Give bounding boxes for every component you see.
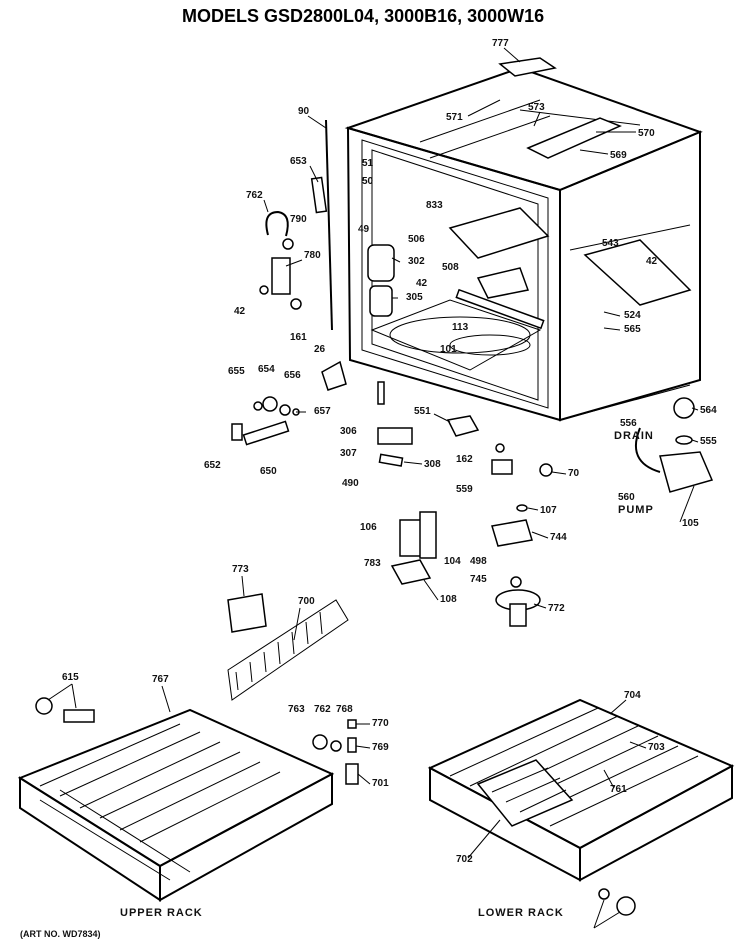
callout-763: 762 <box>314 704 331 715</box>
callout-108: 772 <box>548 603 565 614</box>
callout-90: 90 <box>298 106 310 117</box>
callout-703: 761 <box>610 784 627 795</box>
callout-556: 556 <box>620 418 637 429</box>
callout-307: 307 <box>340 448 357 459</box>
callout-656: 656 <box>284 370 301 381</box>
caption-lower-rack: LOWER RACK <box>478 907 564 919</box>
timer-parts <box>390 504 541 627</box>
callout-564: 564 <box>700 405 717 416</box>
callout-704: 703 <box>648 742 665 753</box>
callout-745: 108 <box>440 594 457 605</box>
callout-106: 498 <box>470 556 487 567</box>
callout-498: 783 <box>364 558 381 569</box>
callout-508: 508 <box>442 262 459 273</box>
caption-pump: PUMP <box>618 504 654 516</box>
callout-780: 780 <box>304 250 321 261</box>
callout-777: 777 <box>492 38 509 49</box>
callout-308: 308 <box>424 459 441 470</box>
diagram-title: MODELS GSD2800L04, 3000B16, 3000W16 <box>182 6 544 26</box>
callout-571: 571 <box>446 112 463 123</box>
callout-305: 305 <box>406 292 423 303</box>
callout-653: 653 <box>290 156 307 167</box>
callout-700: 615 <box>62 672 79 683</box>
callout-772: 773 <box>232 564 249 575</box>
caption-drain: DRAIN <box>614 430 654 442</box>
callout-162: 162 <box>456 454 473 465</box>
callout-306: 306 <box>340 426 357 437</box>
callout-49: 49 <box>358 224 370 235</box>
upper-rack <box>17 708 335 902</box>
callout-101: 101 <box>440 344 457 355</box>
callout-655: 655 <box>228 366 245 377</box>
callout-744: 106 <box>360 522 377 533</box>
callout-524: 524 <box>624 310 641 321</box>
callout-570: 570 <box>638 128 655 139</box>
callout-701: 704 <box>624 690 641 701</box>
callout-555: 555 <box>700 436 717 447</box>
callout-569: 569 <box>610 150 627 161</box>
tub-assembly <box>321 57 703 422</box>
part-callouts: 777 571 573 570 569 90 653 51 50 833 49 … <box>62 38 717 865</box>
callout-781: 161 <box>290 332 307 343</box>
callout-615: 767 <box>152 674 169 685</box>
callout-551: 551 <box>414 406 431 417</box>
callout-768: 770 <box>372 718 389 729</box>
callout-783: 104 <box>444 556 461 567</box>
callout-833: 833 <box>426 200 443 211</box>
rack-rails <box>35 593 349 723</box>
callout-490: 490 <box>342 478 359 489</box>
callout-654: 654 <box>258 364 275 375</box>
callout-767: 763 <box>288 704 305 715</box>
callout-657: 657 <box>314 406 331 417</box>
callout-51: 51 <box>362 158 374 169</box>
lower-rack <box>427 698 735 916</box>
art-number: (ART NO. WD7834) <box>20 929 101 939</box>
callout-762-right: 768 <box>336 704 353 715</box>
callout-652: 652 <box>204 460 221 471</box>
callout-70: 70 <box>568 468 580 479</box>
callout-107: 744 <box>550 532 567 543</box>
caption-upper-rack: UPPER RACK <box>120 907 203 919</box>
callout-42-center: 42 <box>416 278 428 289</box>
callout-50: 50 <box>362 176 374 187</box>
rack-small-parts <box>312 719 359 785</box>
left-side-parts <box>259 119 333 331</box>
callout-113: 113 <box>452 322 469 333</box>
callout-565: 565 <box>624 324 641 335</box>
callout-773: 700 <box>298 596 315 607</box>
callout-769: 701 <box>372 778 389 789</box>
callout-104: 745 <box>470 574 487 585</box>
pump-parts <box>635 397 714 493</box>
callout-42-left: 42 <box>234 306 246 317</box>
callout-506: 506 <box>408 234 425 245</box>
callout-105: 107 <box>540 505 557 516</box>
misc-valve-parts <box>231 381 553 477</box>
callout-770: 769 <box>372 742 389 753</box>
callout-560: 105 <box>682 518 699 529</box>
callout-161: 559 <box>456 484 473 495</box>
callout-302: 302 <box>408 256 425 267</box>
callout-762-left: 762 <box>246 190 263 201</box>
callout-573: 573 <box>528 102 545 113</box>
callout-42-right: 42 <box>646 256 658 267</box>
callout-790: 790 <box>290 214 307 225</box>
callout-761: 702 <box>456 854 473 865</box>
callout-543: 543 <box>602 238 619 249</box>
leader-lines <box>47 47 699 929</box>
callout-650: 650 <box>260 466 277 477</box>
callout-559: 560 <box>618 492 635 503</box>
callout-26: 26 <box>314 344 326 355</box>
